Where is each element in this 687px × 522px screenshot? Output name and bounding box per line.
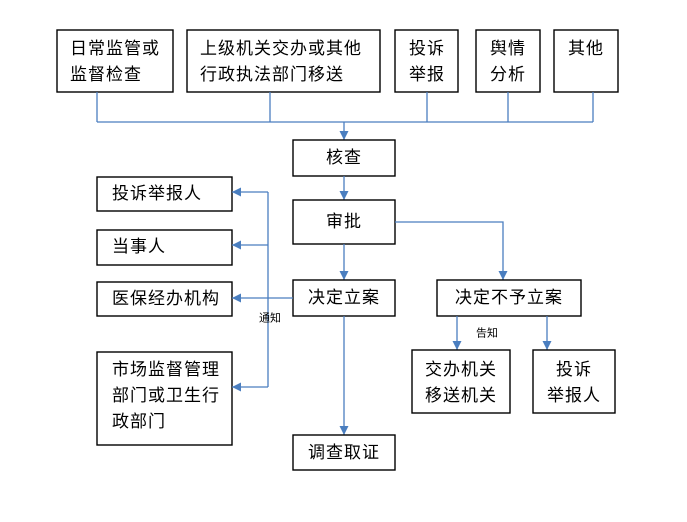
notify-target-insurance-agency-box <box>96 281 233 317</box>
step-no-case-box <box>436 279 582 317</box>
source-public-opinion-line-1: 舆情 <box>490 39 526 59</box>
inform-target-complainant-line-1: 投诉 <box>556 360 592 380</box>
source-complaint-report-line-2: 举报 <box>409 65 445 85</box>
step-file-case-box <box>292 279 396 317</box>
step-file-case: 决定立案 <box>292 279 396 317</box>
edge-label-notify: 通知 <box>259 311 281 325</box>
step-approve: 审批 <box>292 199 396 245</box>
notify-target-complainant: 投诉举报人 <box>96 176 233 212</box>
source-public-opinion: 舆情 分析 <box>475 29 541 93</box>
notify-target-party-box <box>96 229 233 266</box>
notify-target-party-label: 当事人 <box>112 237 166 257</box>
inform-target-referring-agency-line-2: 移送机关 <box>425 386 497 406</box>
arrow-approve-to-no-case <box>395 221 508 280</box>
source-public-opinion-line-2: 分析 <box>490 65 526 85</box>
source-other: 其他 <box>553 29 619 93</box>
source-complaint-report-line-1: 投诉 <box>409 39 445 59</box>
step-no-case-label: 决定不予立案 <box>455 288 563 308</box>
source-routine-supervision: 日常监管或 监督检查 <box>56 29 174 93</box>
inform-target-referring-agency-box <box>411 349 511 414</box>
source-complaint-report: 投诉 举报 <box>394 29 459 93</box>
step-approve-box <box>292 199 396 245</box>
source-other-line-1: 其他 <box>568 39 604 59</box>
step-check: 核查 <box>292 139 396 177</box>
inform-target-complainant-box <box>532 349 616 414</box>
source-routine-supervision-line-1: 日常监管或 <box>70 39 160 59</box>
edge-label-inform: 告知 <box>476 326 498 340</box>
inform-target-complainant: 投诉 举报人 <box>532 349 616 414</box>
notify-target-complainant-label: 投诉举报人 <box>112 184 202 204</box>
step-check-label: 核查 <box>326 148 362 168</box>
notify-target-market-health-dept-line-2: 部门或卫生行 <box>112 386 220 406</box>
inform-target-referring-agency: 交办机关 移送机关 <box>411 349 511 414</box>
step-no-case: 决定不予立案 <box>436 279 582 317</box>
notify-target-market-health-dept-line-3: 政部门 <box>112 412 166 432</box>
source-superior-referral-line-1: 上级机关交办或其他 <box>200 39 362 59</box>
notify-target-party: 当事人 <box>96 229 233 266</box>
step-approve-label: 审批 <box>326 212 362 232</box>
notify-target-insurance-agency: 医保经办机构 <box>96 281 233 317</box>
step-investigate: 调查取证 <box>292 434 396 471</box>
notify-target-insurance-agency-label: 医保经办机构 <box>112 289 220 309</box>
notify-target-market-health-dept-box <box>96 351 233 446</box>
notify-target-market-health-dept-line-1: 市场监督管理 <box>112 360 220 380</box>
source-public-opinion-box <box>475 29 541 93</box>
inform-target-referring-agency-line-1: 交办机关 <box>425 360 497 380</box>
step-investigate-box <box>292 434 396 471</box>
step-file-case-label: 决定立案 <box>308 288 380 308</box>
step-check-box <box>292 139 396 177</box>
source-superior-referral-box <box>186 29 381 93</box>
source-other-box <box>553 29 619 93</box>
notify-target-market-health-dept: 市场监督管理 部门或卫生行 政部门 <box>96 351 233 446</box>
notify-target-complainant-box <box>96 176 233 212</box>
source-routine-supervision-line-2: 监督检查 <box>70 65 142 85</box>
source-routine-supervision-box <box>56 29 174 93</box>
step-investigate-label: 调查取证 <box>308 443 380 463</box>
inform-target-complainant-line-2: 举报人 <box>547 386 601 406</box>
source-superior-referral: 上级机关交办或其他 行政执法部门移送 <box>186 29 381 93</box>
source-superior-referral-line-2: 行政执法部门移送 <box>200 65 344 85</box>
